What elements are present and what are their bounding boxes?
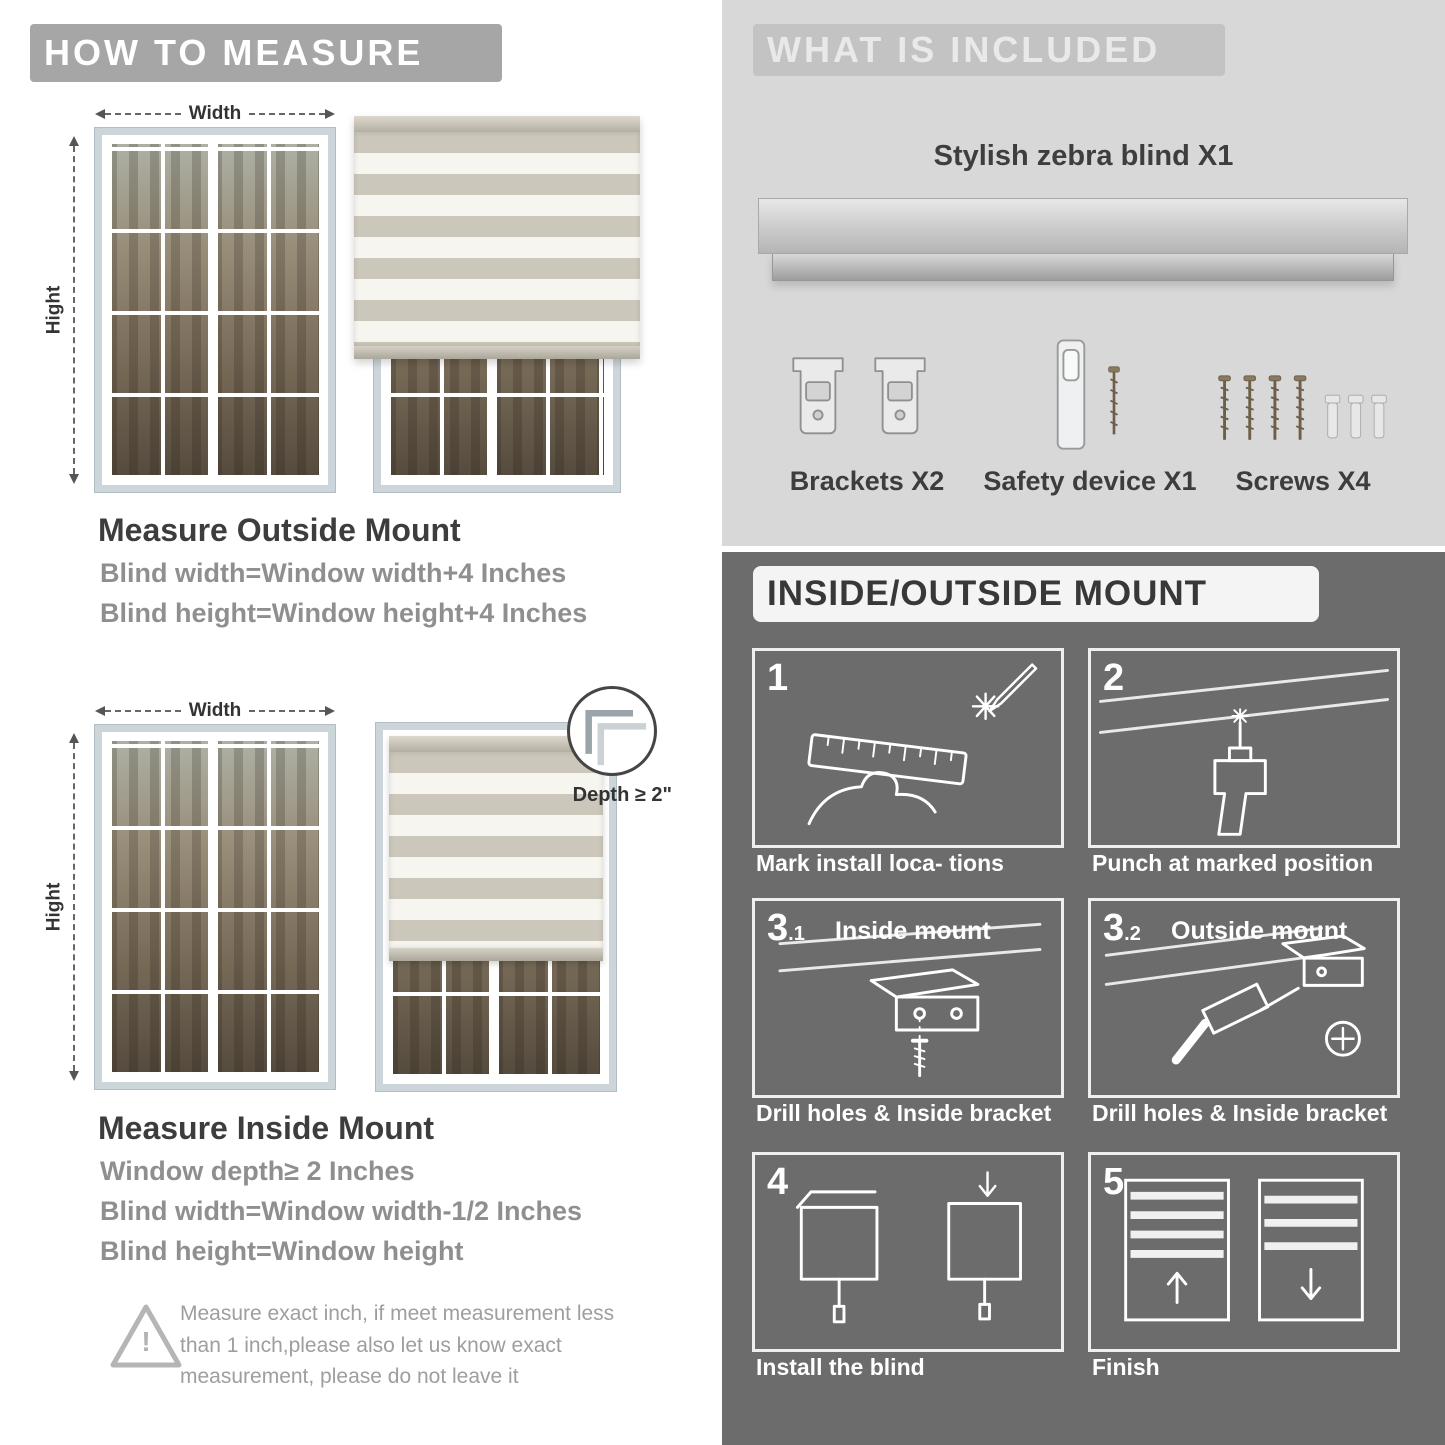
step-caption: Drill holes & Inside bracket <box>756 1100 1052 1126</box>
blind-bottom-rail <box>389 948 603 961</box>
window-corner-zoom-icon <box>585 710 647 766</box>
step-panel-3-1: 3.1 Inside mount <box>752 898 1064 1098</box>
screw-icon <box>1108 366 1120 435</box>
safety-device-icon <box>1056 339 1086 450</box>
outside-bracket-illustration <box>1104 926 1366 1065</box>
measure-outside-title: Measure Outside Mount <box>98 512 461 548</box>
arrow-right-icon <box>325 109 335 119</box>
width-label: Width <box>188 700 242 721</box>
blind-stripes <box>389 752 603 948</box>
blind-bottom-rail <box>354 346 640 359</box>
warning-exclamation: ! <box>141 1326 151 1357</box>
blind-cassette <box>354 116 640 132</box>
step-number: 2 <box>1103 657 1125 699</box>
headrail-fascia <box>772 254 1394 281</box>
arrow-left-icon <box>95 706 105 716</box>
screws-and-anchors-icon <box>1218 375 1387 440</box>
step-mount-type-label: Outside mount <box>1171 917 1348 945</box>
arrow-up-icon <box>69 136 79 146</box>
height-arrow: Hight <box>43 733 84 1081</box>
width-arrow: Width <box>95 103 335 124</box>
brackets-label: Brackets X2 <box>789 466 945 496</box>
warning-text: Measure exact inch, if meet measurement … <box>180 1302 615 1388</box>
drill-punch-illustration <box>1098 668 1390 836</box>
width-label: Width <box>188 103 242 124</box>
inside-formula-height: Blind height=Window height <box>100 1236 464 1266</box>
window-illustration-outside-measure <box>95 128 335 492</box>
step-panel-3-2: 3.2 Outside mount <box>1088 898 1400 1098</box>
finish-illustration <box>1124 1178 1364 1322</box>
step-mount-type-label: Inside mount <box>835 917 991 945</box>
blind-stripes <box>354 132 640 346</box>
arrow-down-icon <box>69 474 79 484</box>
step-caption: Punch at marked position <box>1092 850 1374 876</box>
step-number: 3.1 <box>767 907 805 949</box>
height-label: Hight <box>43 285 65 335</box>
inside-formula-depth: Window depth≥ 2 Inches <box>100 1156 415 1186</box>
step-number: 5 <box>1103 1161 1125 1203</box>
step-number: 1 <box>767 657 789 699</box>
measure-inside-title: Measure Inside Mount <box>98 1110 435 1146</box>
step-caption: Finish <box>1092 1354 1160 1380</box>
step-panel-4: 4 <box>752 1152 1064 1352</box>
safety-device-label: Safety device X1 <box>983 466 1197 496</box>
inside-mount-illustration <box>376 723 616 1091</box>
screws-icons <box>1210 372 1396 469</box>
arrow-down-icon <box>69 1071 79 1081</box>
height-arrow: Hight <box>43 136 84 484</box>
step-caption: Drill holes & Inside bracket <box>1092 1100 1388 1126</box>
step-caption: Mark install loca- tions <box>756 850 1004 876</box>
step-caption: Install the blind <box>756 1354 925 1380</box>
how-to-measure-header: HOW TO MEASURE <box>30 24 502 82</box>
outside-mount-illustration <box>354 116 640 492</box>
inside-outside-mount-header: INSIDE/OUTSIDE MOUNT <box>753 566 1319 622</box>
zebra-blind-outside <box>354 116 640 359</box>
bracket-icon <box>792 357 844 435</box>
what-is-included-header: WHAT IS INCLUDED <box>753 24 1225 76</box>
step-panel-1: 1 <box>752 648 1064 848</box>
arrow-right-icon <box>325 706 335 716</box>
depth-callout-circle <box>567 686 657 776</box>
bracket-icon <box>874 357 926 435</box>
product-label: Stylish zebra blind X1 <box>933 140 1234 172</box>
headrail-illustration <box>758 198 1408 254</box>
depth-label: Depth ≥ 2" <box>572 784 672 806</box>
outside-formula-width: Blind width=Window width+4 Inches <box>100 558 567 588</box>
install-blind-illustration <box>795 1171 1022 1324</box>
safety-device-icons <box>1052 336 1122 456</box>
width-arrow: Width <box>95 700 335 721</box>
step-panel-5: 5 <box>1088 1152 1400 1352</box>
height-label: Hight <box>43 882 65 932</box>
screws-label: Screws X4 <box>1235 466 1371 496</box>
mark-location-illustration <box>807 663 1038 826</box>
blind-cassette <box>389 736 603 752</box>
window-panes <box>108 141 322 479</box>
arrow-left-icon <box>95 109 105 119</box>
zebra-blind-inside <box>389 736 603 961</box>
window-illustration-inside-measure <box>95 725 335 1089</box>
outside-formula-height: Blind height=Window height+4 Inches <box>100 598 588 628</box>
inside-formula-width: Blind width=Window width-1/2 Inches <box>100 1196 583 1226</box>
step-panel-2: 2 <box>1088 648 1400 848</box>
arrow-up-icon <box>69 733 79 743</box>
brackets-icons <box>786 338 932 450</box>
warning-triangle-icon: ! <box>106 1300 186 1376</box>
window-panes <box>108 738 322 1076</box>
step-number: 3.2 <box>1103 907 1141 949</box>
mount-section-background <box>722 552 1445 1445</box>
step-number: 4 <box>767 1161 789 1203</box>
inside-bracket-illustration <box>778 922 1042 1078</box>
